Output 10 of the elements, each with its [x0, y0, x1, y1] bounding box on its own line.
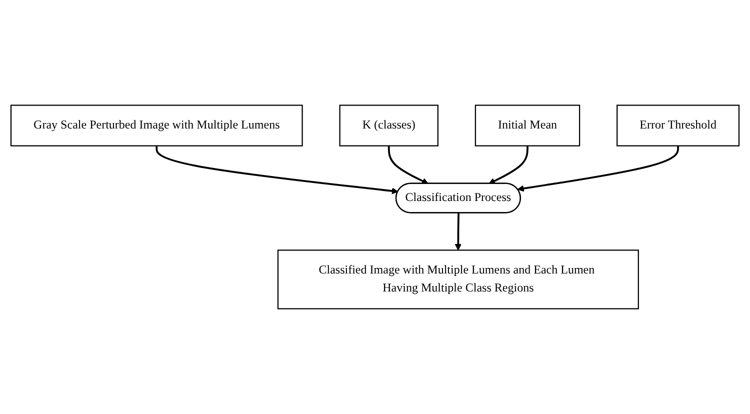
arrow: [488, 146, 528, 184]
arrow: [454, 212, 462, 250]
node-box: Classified Image with Multiple Lumens and Each Lumen Having Multiple Class Regions: [277, 250, 639, 310]
node-box: Gray Scale Perturbed Image with Multiple Lumens: [10, 104, 303, 146]
node-box: Error Threshold: [616, 104, 740, 146]
arrow: [388, 146, 428, 184]
node-box: Initial Mean: [474, 104, 580, 146]
node-box: K (classes): [339, 104, 438, 146]
arrow: [517, 146, 679, 192]
arrow: [156, 146, 398, 194]
